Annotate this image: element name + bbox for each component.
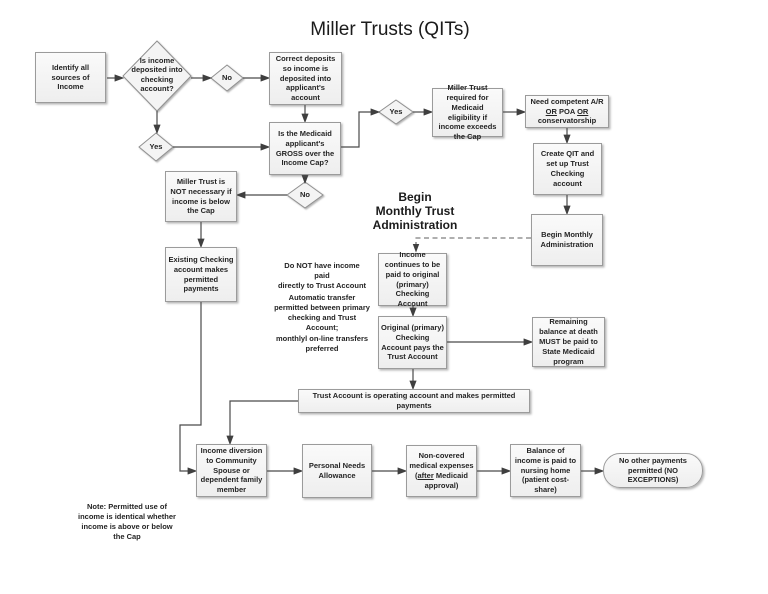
- box-balance-nursing: Balance of income is paid to nursing hom…: [510, 444, 581, 497]
- non-covered-text: Medicaid approval): [424, 471, 468, 490]
- begin-monthly-heading: Begin Monthly Trust Administration: [372, 190, 458, 232]
- note-permitted-use: Note: Permitted use of income is identic…: [78, 502, 176, 542]
- box-income-continues: Income continues to be paid to original …: [378, 250, 447, 308]
- page-title: Miller Trusts (QITs): [310, 19, 470, 40]
- note-direct-payment: Do NOT have income paid directly to Trus…: [277, 261, 367, 291]
- box-need-competent-label: Need competent A/R OR POA OR conservator…: [528, 97, 606, 127]
- box-begin-monthly-admin: Begin Monthly Administration: [531, 214, 603, 266]
- non-covered-text: Non-covered medical expenses (: [409, 451, 474, 480]
- box-income-diversion: Income diversion to Community Spouse or …: [196, 444, 267, 497]
- box-remaining-balance: Remaining balance at death MUST be paid …: [532, 317, 605, 367]
- terminator-no-other-payments: No other payments permitted (NO EXCEPTIO…: [603, 453, 703, 488]
- need-competent-text: POA: [556, 106, 578, 116]
- box-identify-sources: Identify all sources of Income: [35, 52, 106, 103]
- diamond-no-2: [286, 181, 324, 209]
- box-gross-over-cap: Is the Medicaid applicant's GROSS over t…: [269, 122, 341, 175]
- diamond-yes-1: [138, 132, 174, 162]
- box-correct-deposits: Correct deposits so income is deposited …: [269, 52, 342, 105]
- box-create-qit: Create QIT and set up Trust Checking acc…: [533, 143, 602, 195]
- box-existing-checking: Existing Checking account makes permitte…: [165, 247, 237, 302]
- diamond-deposited-label: Is income deposited into checking accoun…: [131, 56, 183, 94]
- connectors: [107, 74, 605, 475]
- box-original-pays-trust: Original (primary) Checking Account pays…: [378, 316, 447, 369]
- non-covered-after: after: [417, 471, 434, 480]
- diamond-yes-2-label: Yes: [389, 107, 403, 116]
- need-competent-or-1: OR: [545, 106, 557, 116]
- box-personal-needs: Personal Needs Allowance: [302, 444, 372, 498]
- need-competent-text: conservatorship: [537, 116, 597, 126]
- decision-shapes: [122, 40, 414, 209]
- diamond-yes-1-label: Yes: [149, 142, 163, 151]
- diamond-no-1: [210, 64, 244, 92]
- diamond-no-2-label: No: [300, 190, 310, 199]
- diamond-yes-2: [378, 99, 414, 125]
- need-competent-or-2: OR: [577, 106, 589, 116]
- box-trust-not-necessary: Miller Trust is NOT necessary if income …: [165, 171, 237, 222]
- note-auto-transfer: Automatic transfer permitted between pri…: [274, 293, 370, 353]
- box-need-competent: Need competent A/R OR POA OR conservator…: [525, 95, 609, 128]
- box-trust-required: Miller Trust required for Medicaid eligi…: [432, 83, 503, 141]
- box-non-covered-label: Non-covered medical expenses (after Medi…: [409, 451, 474, 491]
- diamond-no-1-label: No: [222, 73, 232, 82]
- need-competent-text: Need competent A/R: [530, 96, 604, 106]
- box-trust-operating: Trust Account is operating account and m…: [298, 389, 530, 413]
- box-non-covered: Non-covered medical expenses (after Medi…: [406, 445, 477, 497]
